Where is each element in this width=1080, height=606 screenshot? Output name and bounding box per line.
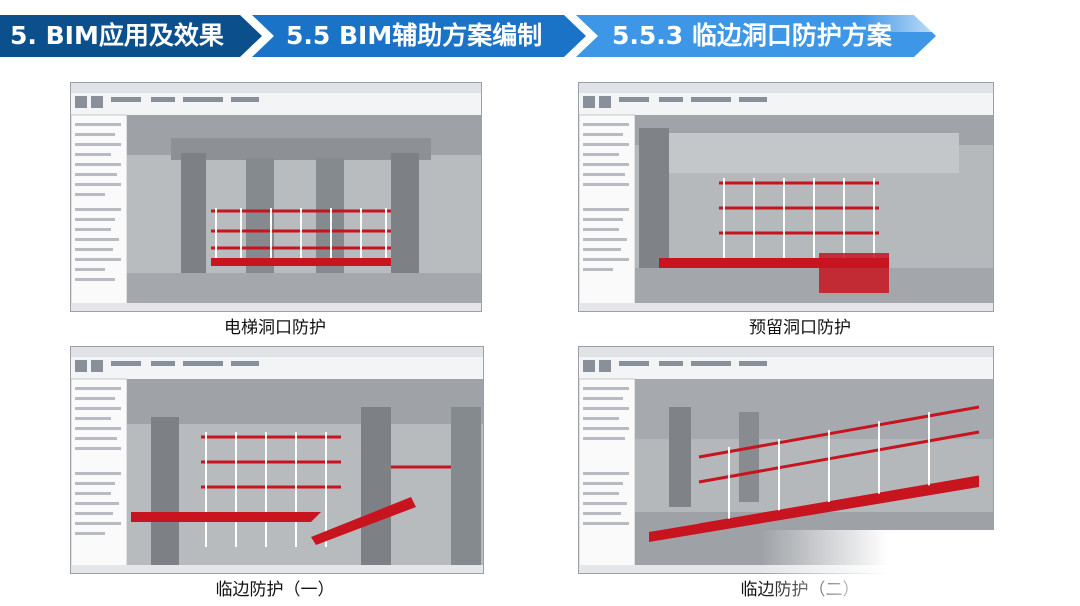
bim-model-view <box>579 83 993 311</box>
topic-title: 5.5.3 临边洞口防护方案 <box>612 21 892 50</box>
bim-model-view <box>71 83 481 311</box>
bottom-right-fade-overlay <box>760 530 1080 606</box>
breadcrumb-section: 5. BIM应用及效果 <box>0 15 262 57</box>
breadcrumb-subsection: 5.5 BIM辅助方案编制 <box>252 15 586 57</box>
revit-screenshot-edge-protection-1 <box>70 346 484 574</box>
bim-model-view <box>71 347 483 573</box>
breadcrumb-topic: 5.5.3 临边洞口防护方案 <box>576 15 936 57</box>
subsection-title: 5.5 BIM辅助方案编制 <box>286 21 543 50</box>
header-fade-overlay <box>860 0 1080 32</box>
caption-reserved-opening: 预留洞口防护 <box>749 318 851 338</box>
revit-screenshot-reserved-opening <box>578 82 994 312</box>
section-title: 5. BIM应用及效果 <box>10 21 224 50</box>
caption-elevator-opening: 电梯洞口防护 <box>224 318 326 338</box>
caption-edge-protection-1: 临边防护（一） <box>215 580 335 600</box>
title-bar: 5. BIM应用及效果 5.5 BIM辅助方案编制 5.5.3 临边洞口防护方案 <box>0 0 1080 60</box>
revit-screenshot-elevator-opening <box>70 82 482 312</box>
